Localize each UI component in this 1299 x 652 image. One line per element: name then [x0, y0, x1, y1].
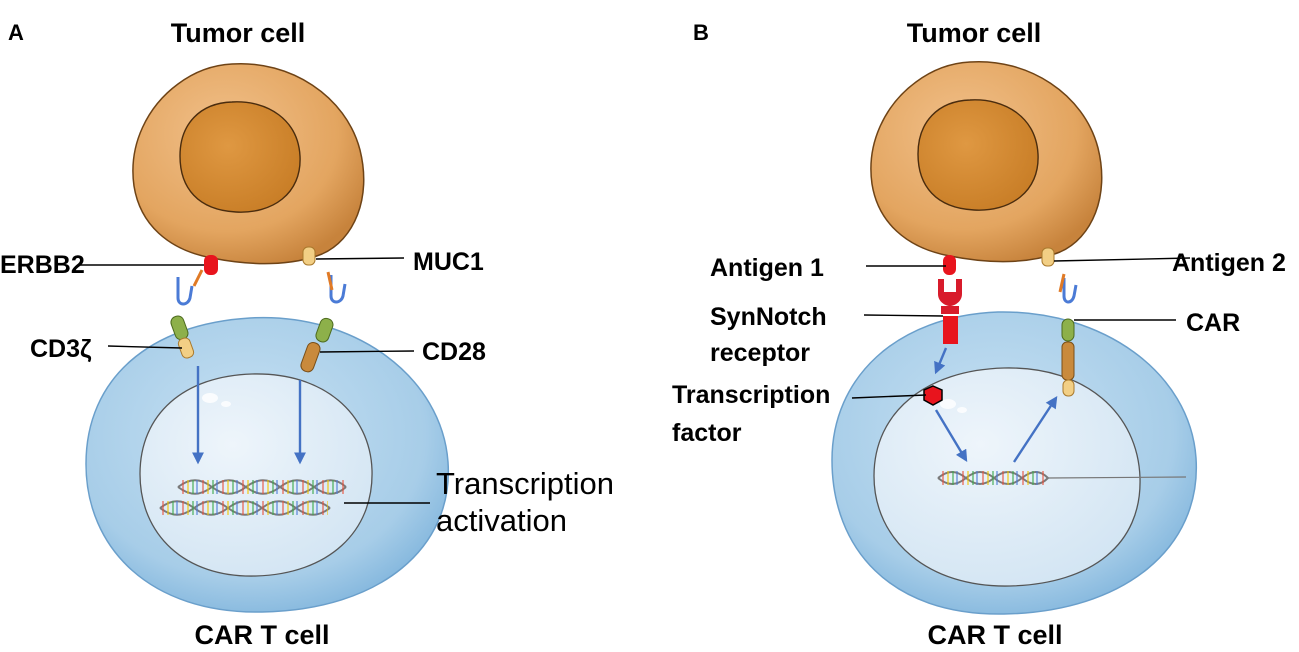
panel-b-letter: B	[693, 20, 709, 45]
panel-b-tf-leader	[851, 394, 927, 399]
panel-b-car-t-cell	[831, 311, 1197, 615]
panel-a-cd3z-leader	[107, 345, 183, 349]
panel-a-transcription-line2: activation	[436, 503, 567, 538]
panel-b-dna	[937, 471, 1049, 485]
panel-b-dna-leader	[1047, 476, 1187, 479]
panel-b-synnotch-arrow	[934, 347, 948, 375]
panel-b-car-receptor	[1058, 273, 1078, 397]
panel-b-antigen1-label: Antigen 1	[710, 254, 824, 282]
panel-a-tumor-nucleus	[179, 101, 301, 213]
panel-a-t-nucleus	[139, 373, 373, 577]
panel-a-car-t-cell	[85, 316, 450, 613]
panel-a-tumor-title: Tumor cell	[171, 18, 306, 48]
panel-b-tumor-cell	[870, 60, 1103, 263]
panel-b-tf-line1: Transcription	[672, 381, 830, 409]
panel-b-transcription-factor-icon	[923, 385, 943, 406]
panel-b-synnotch-line1: SynNotch	[710, 303, 827, 331]
panel-b-car-t-title: CAR T cell	[927, 620, 1062, 650]
panel-a-muc1-antigen	[302, 246, 316, 266]
panel-b-antigen2-label: Antigen 2	[1172, 249, 1286, 277]
panel-b-synnotch-receptor	[938, 279, 962, 344]
panel-a-transcription-line1: Transcription	[436, 466, 614, 501]
panel-a-erbb2-label: ERBB2	[0, 251, 85, 279]
panel-a-dna	[159, 479, 347, 516]
panel-a-cd28-receptor	[300, 271, 347, 373]
panel-b-tumor-nucleus	[917, 99, 1039, 211]
panel-a: A Tumor cell	[0, 18, 614, 650]
panel-a-car-t-title: CAR T cell	[194, 620, 329, 650]
panel-b-antigen2-leader	[1053, 257, 1191, 262]
panel-b-antigen2	[1041, 247, 1055, 267]
panel-a-tumor-cell	[132, 62, 365, 265]
panel-b-synnotch-leader	[863, 314, 944, 317]
panel-b: B Tumor cell	[672, 18, 1286, 650]
panel-b-car-label: CAR	[1186, 309, 1240, 337]
panel-b-car-expression-arrow	[1012, 395, 1058, 463]
panel-b-tf-arrow	[934, 409, 968, 463]
panel-a-muc1-leader	[315, 257, 405, 260]
panel-a-erbb2-antigen	[204, 255, 218, 275]
panel-b-antigen1	[943, 255, 956, 275]
panel-b-tf-line2: factor	[672, 419, 742, 447]
panel-a-cd28-leader	[319, 350, 415, 353]
panel-a-letter: A	[8, 20, 24, 45]
panel-a-muc1-label: MUC1	[413, 248, 484, 276]
panel-a-cd3z-label: CD3ζ	[30, 335, 92, 363]
panel-a-cd3z-receptor	[170, 269, 204, 359]
panel-a-cd28-label: CD28	[422, 338, 486, 366]
panel-b-synnotch-line2: receptor	[710, 339, 810, 367]
panel-b-tumor-title: Tumor cell	[907, 18, 1042, 48]
